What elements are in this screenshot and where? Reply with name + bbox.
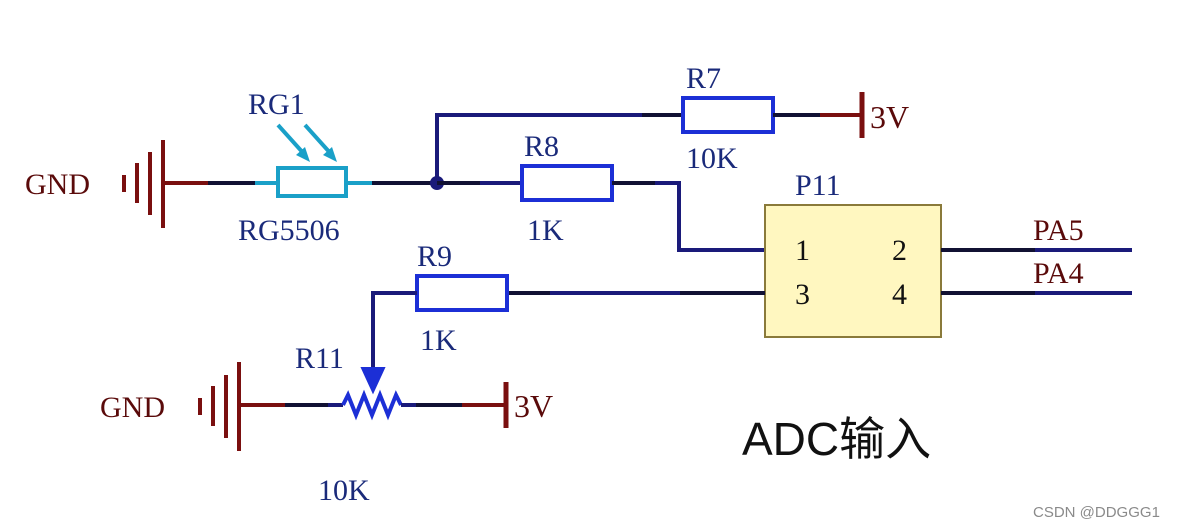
diagram-caption: ADC输入	[742, 413, 931, 465]
resistor-r7	[681, 96, 775, 134]
p11-pin1-label: 1	[795, 234, 810, 267]
r8-ref-label: R8	[524, 130, 559, 163]
photoresistor-rg1	[276, 123, 348, 198]
resistor-r8	[520, 164, 614, 202]
wiper-arrow	[360, 367, 386, 395]
r7-ref-label: R7	[686, 62, 721, 95]
net-label-pa4: PA4	[1033, 257, 1084, 290]
gnd-symbol-top	[122, 140, 208, 228]
wire	[435, 113, 642, 183]
rg1-part-label: RG5506	[238, 214, 340, 247]
r9-ref-label: R9	[417, 240, 452, 273]
r9-value-label: 1K	[420, 324, 457, 357]
r7-value-label: 10K	[686, 142, 738, 175]
r11-ref-label: R11	[295, 342, 344, 375]
r8-value-label: 1K	[527, 214, 564, 247]
connector-p11	[764, 204, 942, 338]
gnd-symbol-bottom	[198, 362, 285, 451]
p11-pin2-label: 2	[892, 234, 907, 267]
p11-pin3-label: 3	[795, 278, 810, 311]
wire	[371, 291, 417, 372]
p11-ref-label: P11	[795, 169, 841, 202]
vcc-label-bottom: 3V	[514, 388, 553, 424]
potentiometer-r11	[341, 389, 403, 421]
net-label-pa5: PA5	[1033, 214, 1084, 247]
gnd-label-bottom: GND	[100, 391, 165, 424]
watermark-text: CSDN @DDGGG1	[1033, 504, 1160, 521]
gnd-label-top: GND	[25, 168, 90, 201]
p11-pin4-label: 4	[892, 278, 907, 311]
vcc-label-top: 3V	[870, 99, 909, 135]
wire	[655, 181, 765, 252]
rg1-ref-label: RG1	[248, 88, 305, 121]
r11-value-label: 10K	[318, 474, 370, 507]
resistor-r9	[415, 274, 509, 312]
